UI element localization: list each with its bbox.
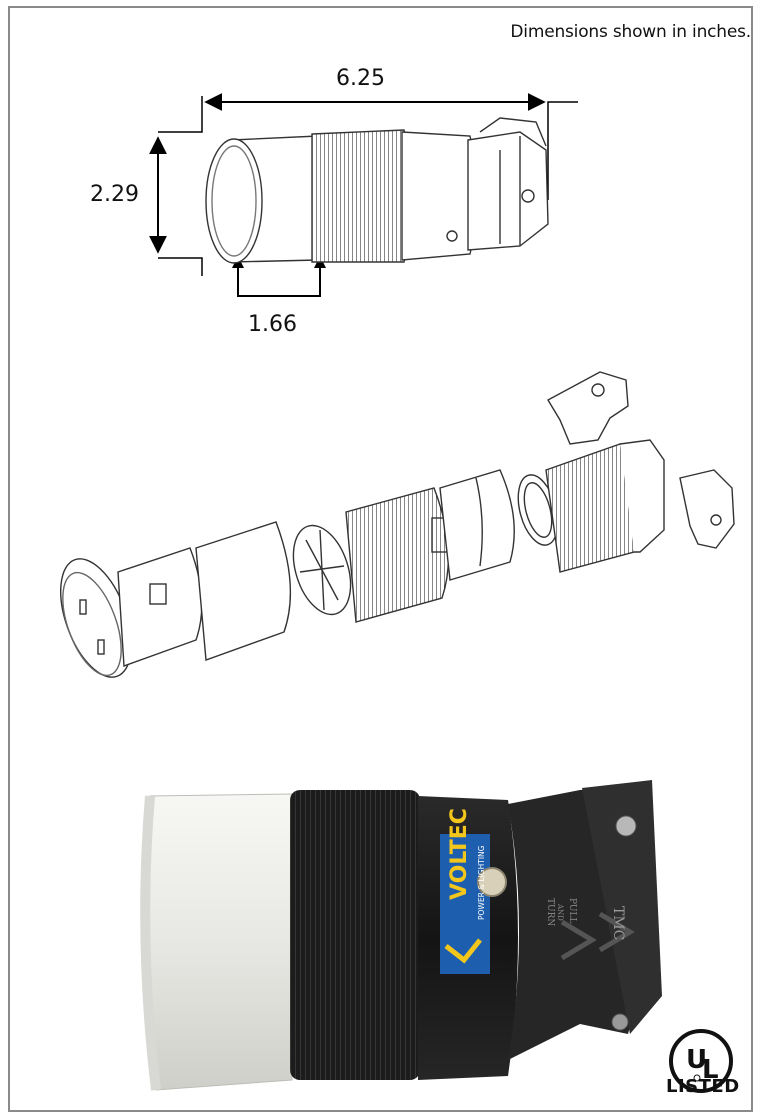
connector-outline-assembled bbox=[205, 117, 549, 264]
instruction-line-3: PULL bbox=[567, 898, 577, 923]
grip-ring bbox=[290, 790, 420, 1080]
brand-subtitle: POWER & LIGHTING bbox=[477, 845, 486, 920]
length-dimension-label: 6.25 bbox=[336, 66, 385, 91]
svg-text:L: L bbox=[702, 1055, 719, 1085]
ul-certification-icon: U L bbox=[669, 1029, 733, 1093]
product-photo bbox=[140, 780, 662, 1091]
ul-listed-label: LISTED bbox=[666, 1076, 740, 1097]
mold-mark: TMC bbox=[610, 906, 626, 940]
screw-icon bbox=[477, 867, 507, 897]
brand-name: VOLTEC bbox=[447, 808, 472, 900]
instruction-line-1: TURN bbox=[545, 898, 555, 926]
dimension-drawing bbox=[149, 93, 578, 297]
svg-text:U: U bbox=[686, 1045, 707, 1075]
diameter-dimension-label: 2.29 bbox=[90, 182, 139, 207]
exploded-view-drawing bbox=[60, 371, 735, 678]
face-dimension-label: 1.66 bbox=[248, 312, 297, 337]
dimensions-note: Dimensions shown in inches. bbox=[510, 22, 751, 42]
instruction-line-2: AND bbox=[556, 903, 564, 921]
